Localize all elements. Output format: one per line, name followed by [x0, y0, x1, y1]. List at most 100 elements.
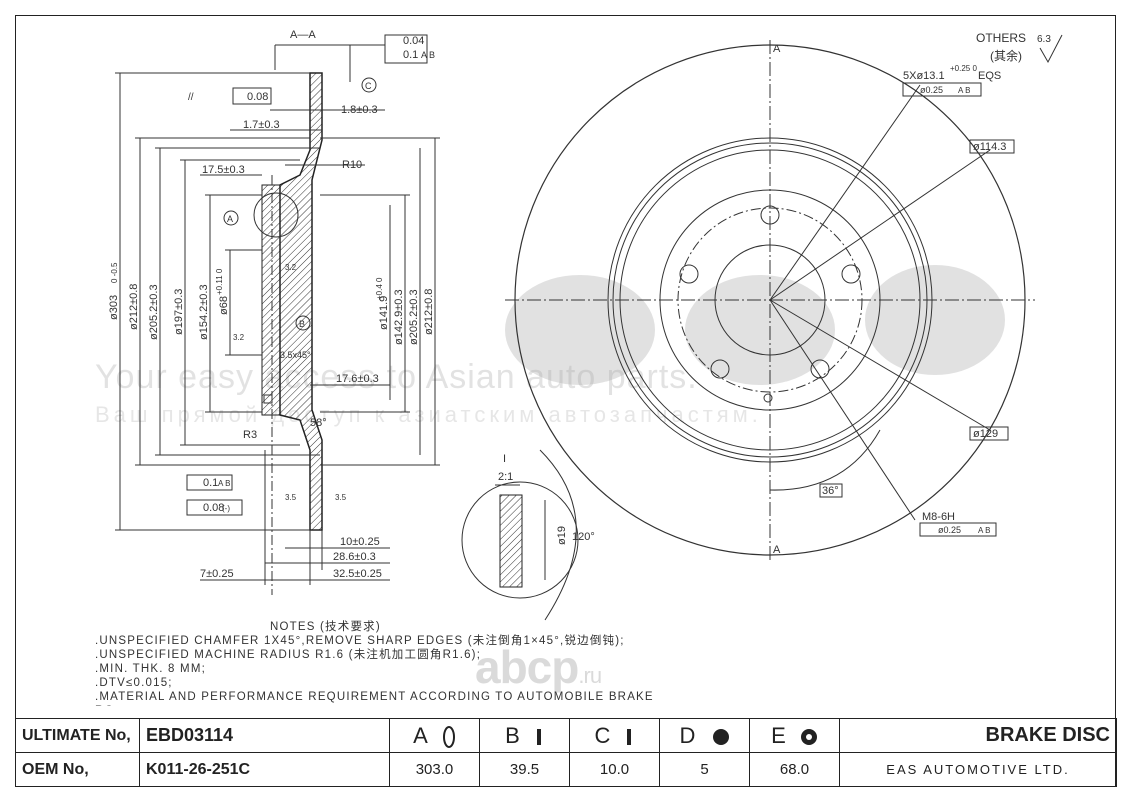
dim-32-5: 32.5±0.25	[333, 568, 382, 580]
dia-303: ø303	[108, 295, 120, 320]
note-item: .DTV≤0.015;	[95, 677, 173, 689]
thread-tol: ø0.25	[938, 525, 961, 535]
oem-label: OEM No,	[15, 752, 140, 787]
scale-label: 2:1	[498, 471, 513, 483]
disc-diameter-icon	[442, 725, 455, 748]
dim-1-8: 1.8±0.3	[341, 104, 378, 116]
col-e-header: E	[749, 718, 840, 753]
col-a-value: 303.0	[389, 752, 480, 787]
notes-title: NOTES (技术要求)	[270, 621, 381, 633]
roughness-3-2-a: 3.2	[233, 333, 245, 342]
bolt-hole	[679, 264, 699, 284]
dia-154-2: ø154.2±0.3	[198, 284, 210, 340]
runout-tol: 0.1	[403, 49, 418, 61]
dim-10: 10±0.25	[340, 536, 380, 548]
note-item: .MIN. THK. 8 MM;	[95, 663, 206, 675]
section-label: A—A	[290, 29, 316, 41]
dia-142-9: ø142.9±0.3	[393, 289, 405, 345]
roughness-symbol-icon	[1039, 34, 1063, 64]
col-a-header: A	[389, 718, 480, 753]
product-name: BRAKE DISC	[839, 718, 1117, 753]
note-item: .MATERIAL AND PERFORMANCE REQUIREMENT AC…	[95, 691, 654, 706]
disc-height-icon	[536, 728, 541, 745]
dia-303-tol: 0 -0.5	[110, 262, 119, 283]
col-b-header: B	[479, 718, 570, 753]
runout-datum: A B	[421, 50, 435, 60]
fr-flat-tol: 0.08	[203, 502, 224, 514]
front-view	[505, 40, 1035, 560]
callout-i: I	[503, 453, 506, 465]
roughness-3-2-b: 3.2	[285, 263, 297, 272]
angle-120: 120°	[572, 531, 595, 543]
datum-b-label: B	[299, 319, 305, 329]
ultimate-label: ULTIMATE No,	[15, 718, 140, 753]
bolt-hole	[810, 359, 830, 379]
oem-value: K011-26-251C	[139, 752, 390, 787]
company-name: EAS AUTOMOTIVE LTD.	[839, 752, 1117, 787]
section-view	[115, 34, 440, 595]
dia-141-9-tol: +0.4 0	[375, 277, 384, 300]
dia-68: ø68	[218, 296, 230, 315]
fr-flat-note: (-)	[222, 504, 230, 513]
dia-141-9: ø141.9	[378, 296, 390, 330]
notes-block: NOTES (技术要求) .UNSPECIFIED CHAMFER 1X45°,…	[95, 620, 655, 706]
note-item: .UNSPECIFIED CHAMFER 1X45°,REMOVE SHARP …	[95, 635, 625, 647]
parallel-symbol-icon: //	[188, 92, 194, 103]
fr-runout-tol: 0.1	[203, 477, 218, 489]
dia-68-tol: +0.11 0	[215, 268, 224, 295]
section-mark-a-top: A	[773, 43, 781, 55]
parallel-tol: 0.08	[247, 91, 268, 103]
note-item: .UNSPECIFIED MACHINE RADIUS R1.6 (未注机加工圆…	[95, 649, 482, 661]
section-mark-a-bottom: A	[773, 544, 781, 556]
disc-thickness-icon	[627, 728, 632, 745]
angle-36: 36°	[822, 485, 839, 497]
dia-205-2-right: ø205.2±0.3	[408, 289, 420, 345]
pos-datum: A B	[958, 86, 970, 95]
holes-label: 5Xø13.1	[903, 70, 945, 82]
roughness-3-5-a: 3.5	[285, 493, 297, 502]
dia-212-left: ø212±0.8	[128, 284, 140, 330]
abcp-watermark: abcp.ru	[475, 641, 602, 693]
dia-212-right: ø212±0.8	[423, 289, 435, 335]
chamfer-label: 3.5x45°	[280, 350, 311, 360]
dim-7: 7±0.25	[200, 568, 234, 580]
radius-r3: R3	[243, 429, 257, 441]
watermark-line-en: Your easy access to Asian auto parts.	[95, 358, 698, 396]
holes-tol: +0.25 0	[950, 64, 977, 73]
thread-label: M8-6H	[922, 511, 955, 523]
detail-circle	[253, 192, 299, 238]
disc-section-profile	[279, 72, 323, 531]
col-c-header: C	[569, 718, 660, 753]
col-c-value: 10.0	[569, 752, 660, 787]
dim-17-5: 17.5±0.3	[202, 164, 245, 176]
center-bore-icon	[800, 728, 817, 745]
radius-r10: R10	[342, 159, 362, 171]
holes-eqs: EQS	[978, 70, 1001, 82]
bolt-holes-icon	[713, 728, 730, 745]
title-block: ULTIMATE No, EBD03114 A B C D E BRAKE DI…	[15, 718, 1117, 787]
datum-a-label: A	[227, 214, 233, 224]
fr-runout-datum: A B	[218, 479, 230, 488]
pos-tol: ø0.25	[920, 85, 943, 95]
eas-watermark-logo	[505, 265, 1005, 385]
bolt-hole	[841, 264, 861, 284]
col-e-value: 68.0	[749, 752, 840, 787]
angle-58: 58°	[310, 417, 327, 429]
others-cn: (其余)	[990, 48, 1022, 63]
thread-datum: A B	[978, 526, 990, 535]
datum-c-label: C	[365, 81, 372, 91]
col-d-header: D	[659, 718, 750, 753]
col-b-value: 39.5	[479, 752, 570, 787]
dim-28-6: 28.6±0.3	[333, 551, 376, 563]
ultimate-value: EBD03114	[139, 718, 390, 753]
drawing-frame	[15, 15, 1116, 787]
others-finish-value: 6.3	[1037, 34, 1051, 45]
flatness-tol: 0.04	[403, 35, 424, 47]
dia-19: ø19	[556, 526, 568, 545]
roughness-3-5-b: 3.5	[335, 493, 347, 502]
dim-1-7: 1.7±0.3	[243, 119, 280, 131]
dim-17-6: 17.6±0.3	[336, 373, 379, 385]
dia-205-2-left: ø205.2±0.3	[148, 284, 160, 340]
dia-197: ø197±0.3	[173, 289, 185, 335]
